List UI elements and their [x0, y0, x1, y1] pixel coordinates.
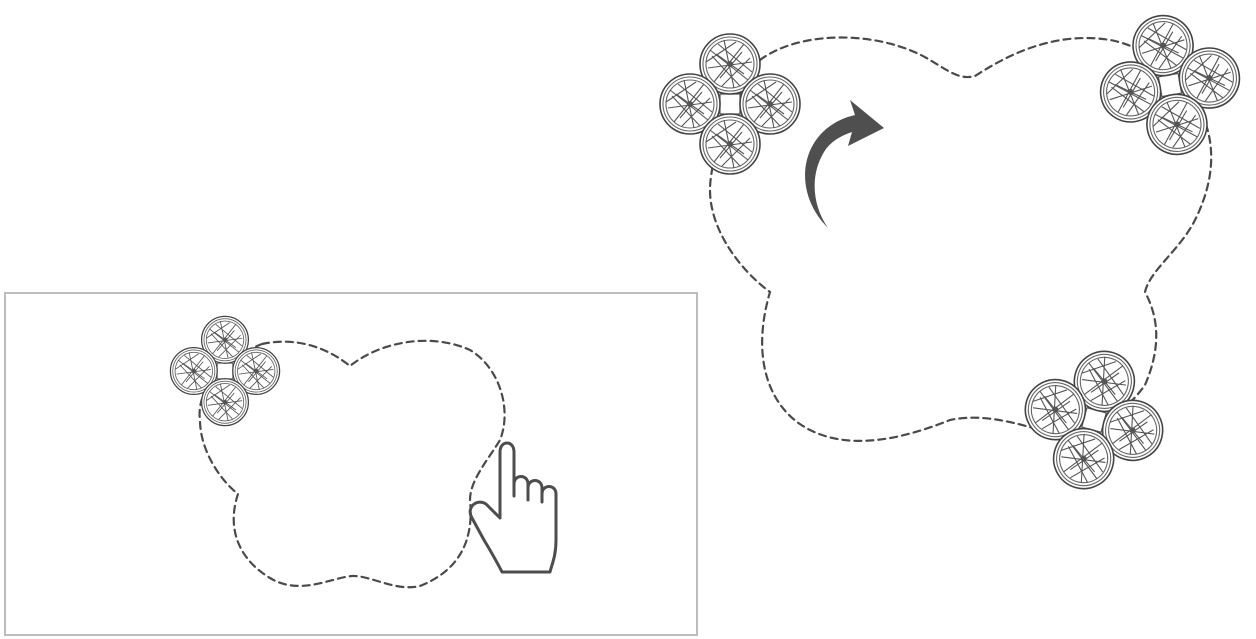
drone-icon — [1089, 4, 1251, 166]
drone-icon — [170, 316, 279, 425]
hand-pointer-icon — [468, 441, 558, 574]
large-flight-path — [708, 36, 1213, 443]
small-flight-path — [198, 339, 506, 589]
rotation-arrow-icon — [805, 100, 884, 228]
drone-icon — [660, 34, 800, 174]
phone-screen-frame — [4, 292, 698, 636]
